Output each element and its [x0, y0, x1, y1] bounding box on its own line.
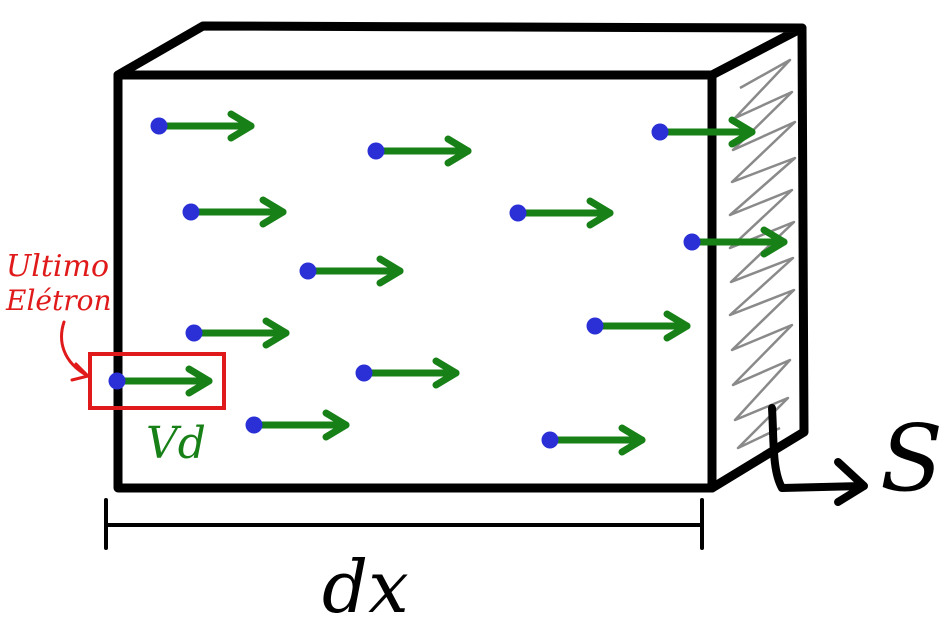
- last-electron-highlight: [88, 352, 226, 410]
- cross-section-face: [712, 28, 802, 488]
- drift-arrow-head: [444, 135, 472, 167]
- box-outline: [113, 21, 809, 493]
- electron-dot: [683, 233, 701, 251]
- area-pointer-arrow: [768, 404, 868, 506]
- length-label: dx: [322, 545, 409, 624]
- length-dimension: [104, 498, 704, 550]
- area-label: S: [880, 405, 943, 512]
- electrons-group: [108, 110, 788, 456]
- electron-dot: [651, 123, 669, 141]
- red-note-line1: Ultimo: [6, 249, 109, 284]
- drift-arrow-head: [185, 365, 213, 397]
- drift-velocity-label: Vd: [146, 418, 206, 469]
- electron-dot: [355, 364, 373, 382]
- drift-arrow-head: [262, 317, 290, 349]
- front-face: [113, 70, 717, 493]
- electron-dot: [245, 416, 263, 434]
- electron-dot: [182, 203, 200, 221]
- electron-dot: [108, 372, 126, 390]
- drift-arrow-head: [259, 196, 287, 228]
- drift-arrow-head: [760, 226, 788, 258]
- drift-arrow-head: [432, 357, 460, 389]
- red-pointer-arrow: [60, 320, 90, 382]
- drift-arrow-head: [663, 310, 691, 342]
- electron-dot: [541, 431, 559, 449]
- drift-arrow-head: [586, 197, 614, 229]
- electron-dot: [299, 262, 317, 280]
- electron-dot: [586, 317, 604, 335]
- electron-dot: [367, 142, 385, 160]
- drift-arrow-head: [728, 116, 756, 148]
- electron-dot: [150, 117, 168, 135]
- top-face: [113, 21, 807, 80]
- drift-arrow-head: [227, 110, 255, 142]
- drift-arrow-head: [376, 255, 404, 287]
- red-note-line2: Elétron: [5, 284, 112, 317]
- right-face-edges: [707, 23, 809, 493]
- drift-arrow-head: [618, 424, 646, 456]
- electron-dot: [185, 324, 203, 342]
- electron-dot: [509, 204, 527, 222]
- drift-arrow-head: [322, 409, 350, 441]
